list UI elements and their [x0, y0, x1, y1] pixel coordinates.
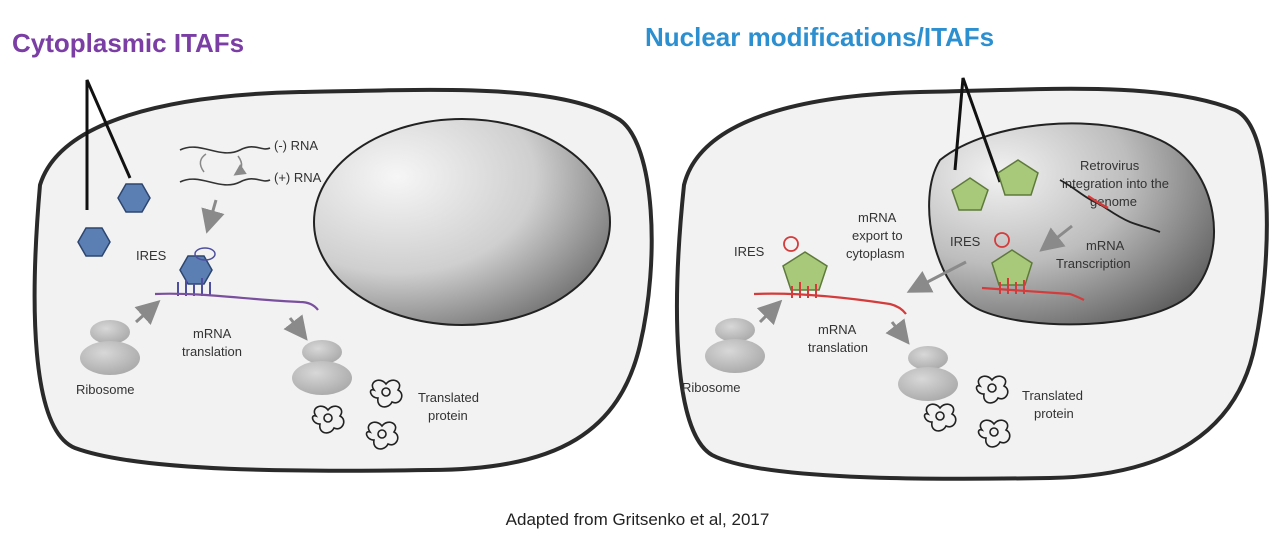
label-export-2: export to — [852, 228, 903, 243]
protein-knot-3-right — [977, 419, 1011, 448]
label-transcription-1: mRNA — [1086, 238, 1125, 253]
label-mrna-left: mRNA — [193, 326, 232, 341]
label-ribosome-right: Ribosome — [682, 380, 741, 395]
released-ribosome-large-right — [898, 367, 958, 401]
arrow-rna-to-ires — [201, 199, 225, 234]
ribosome-large-subunit-right — [705, 339, 765, 373]
left-cell: (-) RNA (+) RNA IRES mRNA translation Ri… — [32, 79, 654, 473]
ires-loop-cytoplasm — [783, 236, 799, 252]
mrna-strand-nuclear — [981, 286, 1085, 301]
ribosome-large-subunit-left — [80, 341, 140, 375]
label-export-1: mRNA — [858, 210, 897, 225]
protein-knot-1-left — [369, 379, 403, 408]
pentagon-itaf-2 — [997, 159, 1039, 196]
cytoplasmic-itafs-title: Cytoplasmic ITAFs — [12, 28, 245, 58]
released-ribosome-small-left — [302, 340, 342, 364]
label-transcription-2: Transcription — [1056, 256, 1131, 271]
integrated-segment — [1087, 195, 1109, 210]
nuclear-itafs-title: Nuclear modifications/ITAFs — [645, 22, 995, 52]
label-translated-left: Translated — [418, 390, 479, 405]
protein-knot-3-left — [365, 421, 399, 450]
source-caption: Adapted from Gritsenko et al, 2017 — [505, 510, 770, 529]
label-export-3: cytoplasm — [846, 246, 905, 261]
label-ires-nuclear: IRES — [950, 234, 981, 249]
label-mrna-right: mRNA — [818, 322, 857, 337]
left-tether-lines — [85, 79, 132, 210]
left-nucleus — [313, 118, 611, 326]
arrow-transcription — [1039, 224, 1073, 252]
label-neg-rna: (-) RNA — [274, 138, 318, 153]
hexagon-itaf-2 — [77, 227, 111, 257]
label-translated-right: Translated — [1022, 388, 1083, 403]
neg-rna-strand — [179, 146, 271, 154]
label-ires-cytoplasm: IRES — [734, 244, 765, 259]
mrna-strand-left — [154, 292, 319, 311]
ribosome-small-subunit-right — [715, 318, 755, 342]
label-pos-rna: (+) RNA — [274, 170, 322, 185]
arrow-mrna-to-ribosome-right — [885, 318, 910, 345]
protein-knot-1-right — [975, 375, 1009, 404]
label-translation-right: translation — [808, 340, 868, 355]
right-cell: Retrovirus integration into the genome m… — [675, 77, 1269, 481]
ires-loop — [194, 247, 216, 261]
protein-knot-2-right — [923, 403, 957, 432]
ires-bound-hexagon — [179, 255, 213, 285]
label-ribosome-left: Ribosome — [76, 382, 135, 397]
rna-cycle-arrows — [199, 153, 241, 174]
genome-strand — [1059, 179, 1161, 233]
label-retro-2: integration into the — [1062, 176, 1169, 191]
ires-stems-cytoplasm — [791, 282, 817, 298]
right-tether-lines — [953, 77, 1002, 183]
label-retro-1: Retrovirus — [1080, 158, 1140, 173]
label-translation-left: translation — [182, 344, 242, 359]
ribosome-small-subunit-left — [90, 320, 130, 344]
label-ires-left: IRES — [136, 248, 167, 263]
released-ribosome-large-left — [292, 361, 352, 395]
pentagon-itaf-1 — [951, 177, 989, 211]
ires-pentagon-nuclear — [991, 249, 1033, 286]
arrow-ribosome-to-mrna-left — [134, 299, 161, 325]
arrow-mrna-to-ribosome-left — [283, 314, 308, 341]
ires-pentagon-cytoplasm — [782, 251, 828, 291]
mrna-strand-cytoplasm — [753, 292, 907, 315]
label-protein-left: protein — [428, 408, 468, 423]
protein-knot-2-left — [311, 405, 345, 434]
arrow-export — [906, 260, 967, 293]
arrow-ribosome-to-mrna-right — [756, 299, 783, 326]
ires-loop-nuclear — [994, 232, 1010, 248]
hexagon-itaf-1 — [117, 183, 151, 213]
ires-stems — [177, 278, 211, 296]
ires-stems-nuclear — [999, 278, 1025, 294]
released-ribosome-small-right — [908, 346, 948, 370]
label-protein-right: protein — [1034, 406, 1074, 421]
